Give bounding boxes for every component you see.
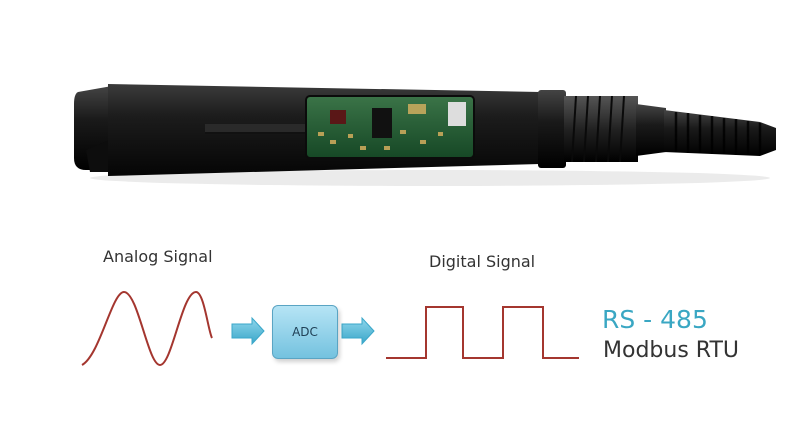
analog-waveform <box>81 290 213 367</box>
digital-waveform <box>386 306 579 359</box>
ph-probe-sensor-illustration <box>74 84 776 186</box>
rs485-label: RS - 485 <box>602 305 708 334</box>
adc-block: ADC <box>272 305 338 359</box>
modbus-rtu-label: Modbus RTU <box>603 338 739 363</box>
analog-signal-label: Analog Signal <box>103 247 213 266</box>
right-arrow-icon <box>231 316 265 346</box>
right-arrow-icon <box>341 316 375 346</box>
digital-signal-label: Digital Signal <box>429 252 536 271</box>
